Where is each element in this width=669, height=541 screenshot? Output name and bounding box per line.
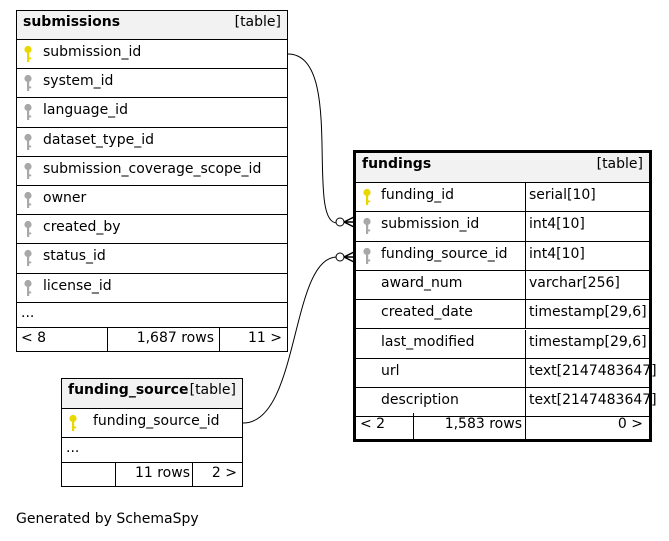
- column-row-submission-id[interactable]: submission_id int4[10]: [356, 212, 649, 242]
- footer-row-count: 1,687 rows: [136, 330, 214, 346]
- column-name: created_by: [43, 219, 121, 236]
- column-row-dataset-type-id[interactable]: dataset_type_id: [17, 128, 287, 157]
- foreign-key-icon: [362, 247, 376, 267]
- table-header: submissions [table]: [17, 11, 287, 40]
- column-row-submission-id[interactable]: submission_id: [17, 40, 287, 70]
- column-name: submission_id: [43, 44, 142, 60]
- column-name: funding_source_id: [93, 413, 220, 429]
- column-name: dataset_type_id: [43, 131, 154, 148]
- column-type: serial[10]: [529, 187, 596, 203]
- table-name: funding_source: [68, 382, 189, 398]
- column-row-award-num[interactable]: award_num varchar[256]: [356, 270, 649, 301]
- column-name: submission_coverage_scope_id: [43, 160, 262, 177]
- column-row-submission-coverage-scope-id[interactable]: submission_coverage_scope_id: [17, 157, 287, 186]
- column-row-owner[interactable]: owner: [17, 186, 287, 216]
- ellipsis: ...: [21, 305, 35, 321]
- column-row-system-id[interactable]: system_id: [17, 69, 287, 99]
- column-type: timestamp[29,6]: [529, 304, 647, 321]
- generated-by-caption: Generated by SchemaSpy: [16, 511, 199, 527]
- column-type: int4[10]: [529, 245, 585, 262]
- column-name: last_modified: [381, 333, 475, 350]
- foreign-key-icon: [23, 191, 37, 211]
- table-header: funding_source [table]: [62, 379, 242, 409]
- foreign-key-icon: [23, 133, 37, 153]
- column-row-license-id[interactable]: license_id: [17, 274, 287, 303]
- primary-key-icon: [68, 414, 82, 434]
- table-type-label: [table]: [189, 382, 236, 398]
- table-footer: 11 rows 2 >: [62, 462, 242, 486]
- column-row-status-id[interactable]: status_id: [17, 244, 287, 274]
- table-name: fundings: [362, 156, 432, 172]
- foreign-key-icon: [23, 74, 37, 94]
- foreign-key-icon: [23, 220, 37, 240]
- column-name: status_id: [43, 248, 106, 265]
- column-name: owner: [43, 190, 87, 206]
- relation-submission-id-line: [287, 53, 338, 224]
- column-name: language_id: [43, 102, 128, 119]
- column-type: varchar[256]: [529, 274, 620, 291]
- column-row-funding-source-id[interactable]: funding_source_id int4[10]: [356, 241, 649, 271]
- footer-row-count: 11 rows: [134, 465, 190, 481]
- column-name: description: [381, 392, 459, 409]
- table-type-label: [table]: [596, 156, 643, 172]
- column-name: license_id: [43, 277, 112, 294]
- column-type: text[2147483647]: [529, 392, 657, 409]
- column-row-created-by[interactable]: created_by: [17, 215, 287, 245]
- column-row-url[interactable]: url text[2147483647]: [356, 358, 657, 389]
- funding-source-table[interactable]: funding_source [table] funding_source_id…: [61, 378, 243, 487]
- footer-parents-count: < 2: [360, 416, 386, 432]
- primary-key-icon: [23, 45, 37, 65]
- column-type: text[2147483647]: [529, 362, 657, 379]
- column-name: funding_id: [381, 187, 454, 203]
- column-name: url: [381, 362, 400, 379]
- foreign-key-icon: [362, 217, 376, 237]
- footer-children-count: 0 >: [617, 416, 643, 432]
- column-row-language-id[interactable]: language_id: [17, 98, 287, 128]
- relation-submission-id-crowfoot: [343, 216, 355, 228]
- footer-children-count: 11 >: [248, 330, 282, 346]
- column-name: created_date: [381, 304, 473, 321]
- relation-funding-source-line: [242, 256, 338, 424]
- footer-children-count: 2 >: [211, 465, 237, 481]
- foreign-key-icon: [23, 249, 37, 269]
- column-name: award_num: [381, 274, 463, 291]
- column-name: submission_id: [381, 216, 480, 233]
- column-type: int4[10]: [529, 216, 585, 233]
- foreign-key-icon: [23, 279, 37, 299]
- column-row-last-modified[interactable]: last_modified timestamp[29,6]: [356, 329, 649, 359]
- table-name: submissions: [23, 14, 121, 30]
- table-footer: < 8 1,687 rows 11 >: [17, 327, 287, 351]
- table-footer: < 2 1,583 rows 0 >: [356, 413, 649, 439]
- column-type: timestamp[29,6]: [529, 333, 647, 350]
- footer-row-count: 1,583 rows: [444, 416, 522, 432]
- relation-submission-id-circle: [335, 217, 345, 227]
- primary-key-icon: [362, 188, 376, 208]
- relation-funding-source-crowfoot: [343, 251, 355, 263]
- column-name: system_id: [43, 73, 114, 90]
- column-row-created-date[interactable]: created_date timestamp[29,6]: [356, 300, 649, 330]
- foreign-key-icon: [23, 103, 37, 123]
- column-row-description[interactable]: description text[2147483647]: [356, 388, 657, 418]
- ellipsis-row: ...: [62, 438, 242, 463]
- column-name: funding_source_id: [381, 245, 508, 262]
- foreign-key-icon: [23, 162, 37, 182]
- fundings-table[interactable]: fundings [table] funding_id serial[10] sub…: [353, 150, 657, 442]
- column-row-funding-id[interactable]: funding_id serial[10]: [356, 183, 649, 213]
- table-type-label: [table]: [234, 14, 281, 30]
- table-header: fundings [table]: [356, 153, 649, 183]
- footer-parents-count: < 8: [21, 330, 47, 346]
- ellipsis-row: ...: [17, 303, 287, 328]
- submissions-table[interactable]: submissions [table] submission_id system_…: [16, 10, 288, 352]
- column-row-funding-source-id[interactable]: funding_source_id: [62, 409, 242, 438]
- ellipsis: ...: [66, 440, 80, 456]
- relation-funding-source-circle: [335, 252, 345, 262]
